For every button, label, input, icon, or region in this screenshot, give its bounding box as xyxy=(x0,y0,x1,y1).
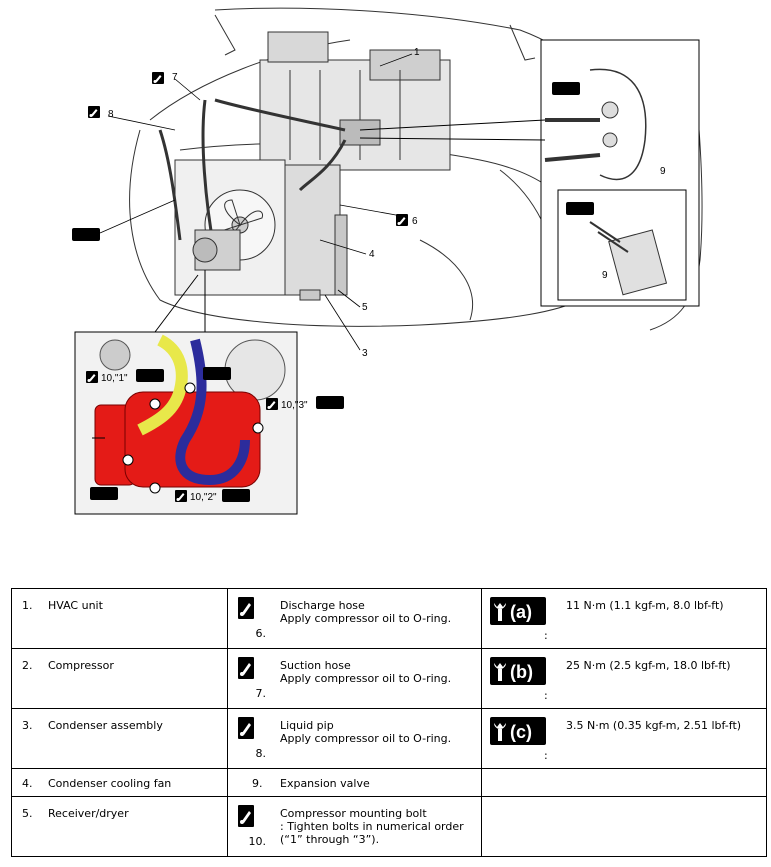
item-title: Expansion valve xyxy=(280,777,370,790)
oil-icon-8 xyxy=(88,106,100,118)
hvac-unit xyxy=(259,31,451,171)
svg-text:⊌: ⊌ xyxy=(569,204,576,215)
callout-9-bottom: 9 xyxy=(602,270,608,281)
svg-text:⊌: ⊌ xyxy=(555,84,562,95)
torque-value: 11 N·m (1.1 kgf-m, 8.0 lbf-ft) xyxy=(566,599,724,612)
svg-text:(a): (a) xyxy=(85,230,97,241)
oil-icon xyxy=(238,657,254,679)
oil-icon xyxy=(238,717,254,739)
part-num: 5. xyxy=(22,807,33,820)
table-row: 5. Receiver/dryer 10. Compressor mountin… xyxy=(11,796,767,857)
svg-text:(a): (a) xyxy=(215,369,227,380)
compressor-detail xyxy=(74,270,298,515)
item-title: Discharge hose xyxy=(280,599,365,612)
callouts xyxy=(99,53,659,351)
part-label: Receiver/dryer xyxy=(48,807,129,820)
svg-text:⊌: ⊌ xyxy=(139,371,146,382)
svg-text:(a): (a) xyxy=(565,84,577,95)
svg-text:(b): (b) xyxy=(510,662,533,682)
callout-3: 3 xyxy=(362,348,368,359)
svg-text:10,"2": 10,"2" xyxy=(190,492,217,503)
part-label: HVAC unit xyxy=(48,599,103,612)
compressor-main-view xyxy=(192,229,241,271)
svg-text:(b): (b) xyxy=(328,398,341,409)
item-title: Liquid pip xyxy=(280,719,334,732)
item-title: Suction hose xyxy=(280,659,351,672)
torque-icon-a-main: ⊌ (a) xyxy=(72,228,100,241)
svg-text:(b): (b) xyxy=(148,371,161,382)
callout-7: 7 xyxy=(172,72,178,83)
svg-text:⊌: ⊌ xyxy=(206,369,213,380)
oil-icon-6 xyxy=(396,214,408,226)
expansion-valve-detail: ⊌ (a) ⊌ (c) xyxy=(359,39,700,307)
suction-hose-blue xyxy=(175,338,250,486)
part-num: 3. xyxy=(22,719,33,732)
item-num: 7. xyxy=(255,687,267,700)
discharge-hose-yellow xyxy=(137,334,188,436)
callout-6: 6 xyxy=(412,216,418,227)
part-label: Compressor xyxy=(48,659,114,672)
svg-text:(b): (b) xyxy=(234,491,247,502)
svg-text:⊌: ⊌ xyxy=(93,489,100,500)
wrench-icon: (a) xyxy=(490,597,546,625)
svg-text:(c): (c) xyxy=(510,722,532,742)
part-num: 1. xyxy=(22,599,33,612)
oil-icon xyxy=(238,597,254,619)
wrench-icon: (b) xyxy=(490,657,546,685)
item-note: Apply compressor oil to O-ring. xyxy=(280,672,452,685)
part-num: 4. xyxy=(22,777,33,790)
svg-text:(a): (a) xyxy=(102,489,114,500)
item-num: 6. xyxy=(255,627,267,640)
callout-8: 8 xyxy=(108,109,114,120)
callout-5: 5 xyxy=(362,302,368,313)
item-num: 10. xyxy=(248,835,267,848)
item-num: 9. xyxy=(252,777,263,790)
wrench-icon: (c) xyxy=(490,717,546,745)
oil-icon xyxy=(238,805,254,827)
oil-icon-7 xyxy=(152,72,164,84)
table-row: 4. Condenser cooling fan 9. Expansion va… xyxy=(11,768,767,797)
torque-a-top-detail: ⊌ (a) xyxy=(203,367,231,380)
item-title: Compressor mounting bolt xyxy=(280,807,427,820)
callout-1: 1 xyxy=(414,47,420,58)
bolt-2-label: 10,"2" ⊌ (b) xyxy=(175,489,250,503)
item-note: Apply compressor oil to O-ring. xyxy=(280,612,452,625)
svg-text:10,"1": 10,"1" xyxy=(101,373,128,384)
ac-components-diagram: 1 2 3 4 5 6 7 8 ⊌ (a) ⊌ (a) ⊌ (c) xyxy=(72,7,703,515)
callout-4: 4 xyxy=(369,249,375,260)
torque-a-bottom-detail: ⊌ (a) xyxy=(90,487,118,500)
item-num: 8. xyxy=(255,747,267,760)
item-note: Apply compressor oil to O-ring. xyxy=(280,732,452,745)
item-note: : Tighten bolts in numerical order (“1” … xyxy=(280,820,464,846)
part-label: Condenser assembly xyxy=(48,719,163,732)
torque-colon: : xyxy=(544,749,548,762)
torque-colon: : xyxy=(544,629,548,642)
svg-text:(c): (c) xyxy=(579,204,591,215)
svg-text:⊌: ⊌ xyxy=(225,491,232,502)
svg-text:(a): (a) xyxy=(510,602,532,622)
svg-text:10,"3": 10,"3" xyxy=(281,400,308,411)
torque-colon: : xyxy=(544,689,548,702)
bolt-1-label: 10,"1" ⊌ (b) xyxy=(86,369,164,384)
svg-text:⊌: ⊌ xyxy=(76,230,83,241)
torque-value: 25 N·m (2.5 kgf-m, 18.0 lbf-ft) xyxy=(566,659,731,672)
torque-value: 3.5 N·m (0.35 kgf-m, 2.51 lbf-ft) xyxy=(566,719,742,732)
part-label: Condenser cooling fan xyxy=(48,777,172,790)
callout-9-top: 9 xyxy=(660,166,666,177)
part-num: 2. xyxy=(22,659,33,672)
bolt-3-label: 10,"3" ⊌ (b) xyxy=(266,396,344,411)
svg-text:⊌: ⊌ xyxy=(319,398,326,409)
